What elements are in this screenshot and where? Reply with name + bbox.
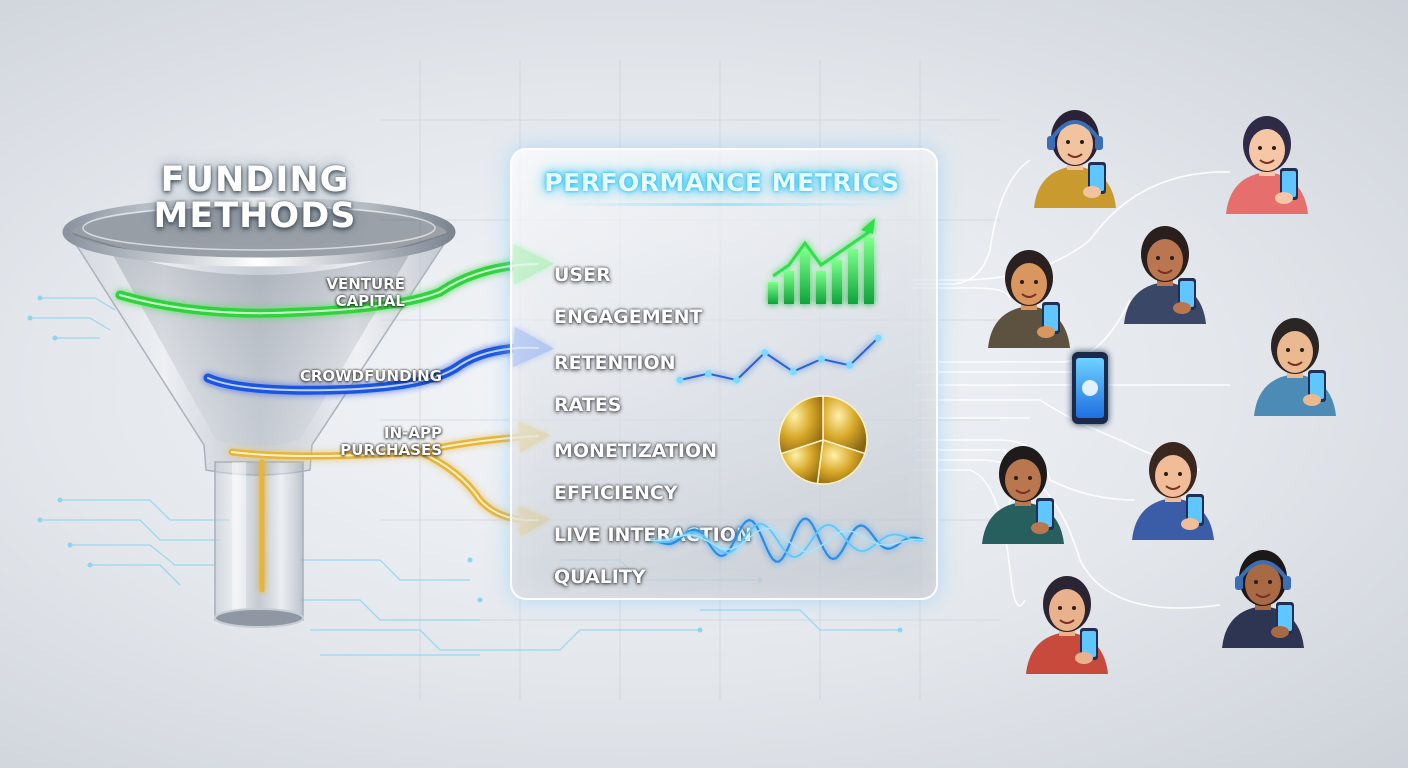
metrics-panel-title: PERFORMANCE METRICS [544, 168, 900, 197]
crowdfunding-flow [203, 326, 555, 395]
funnel-graphic [62, 197, 456, 628]
metric-label-line2: EFFICIENCY [554, 482, 678, 504]
funding-label-line1: IN-APP [384, 424, 442, 442]
funding-label-line2: PURCHASES [340, 441, 442, 459]
funding-label-line1: CROWDFUNDING [299, 367, 442, 385]
venture-capital-flow [115, 244, 555, 318]
funding-label-line1: VENTURE [326, 275, 405, 293]
smartphone-icon [1072, 352, 1108, 424]
metric-label-line2: RATES [554, 394, 622, 416]
metric-label-line2: QUALITY [554, 566, 646, 588]
metric-label-monetization-efficiency: MONETIZATION EFFICIENCY [554, 420, 717, 525]
metric-label-user-engagement: USER ENGAGEMENT [554, 244, 703, 349]
audience-connection-lines [912, 159, 1231, 609]
metric-label-line1: MONETIZATION [554, 440, 718, 462]
funnel-title-line2: METHODS [153, 196, 357, 236]
metrics-panel-underline [560, 203, 890, 206]
funding-label-line2: CAPITAL [335, 292, 405, 310]
metric-label-live-interaction-quality: LIVE INTERACTION QUALITY [554, 504, 752, 609]
metric-label-line1: USER [554, 264, 611, 286]
funnel-title-line1: FUNDING [160, 160, 350, 200]
metric-label-line1: LIVE INTERACTION [554, 524, 752, 546]
metric-label-retention-rates: RETENTION RATES [554, 332, 676, 437]
circuit-nodes-left [27, 295, 903, 633]
metric-label-line1: RETENTION [554, 352, 676, 374]
metric-label-line2: ENGAGEMENT [554, 306, 703, 328]
funding-label-in-app-purchases: IN-APP PURCHASES [325, 425, 442, 459]
funding-label-crowdfunding: CROWDFUNDING [280, 368, 442, 385]
funding-label-venture-capital: VENTURE CAPITAL [290, 276, 405, 310]
funnel-title: FUNDING METHODS [120, 162, 390, 234]
circuit-traces-left [30, 297, 900, 656]
